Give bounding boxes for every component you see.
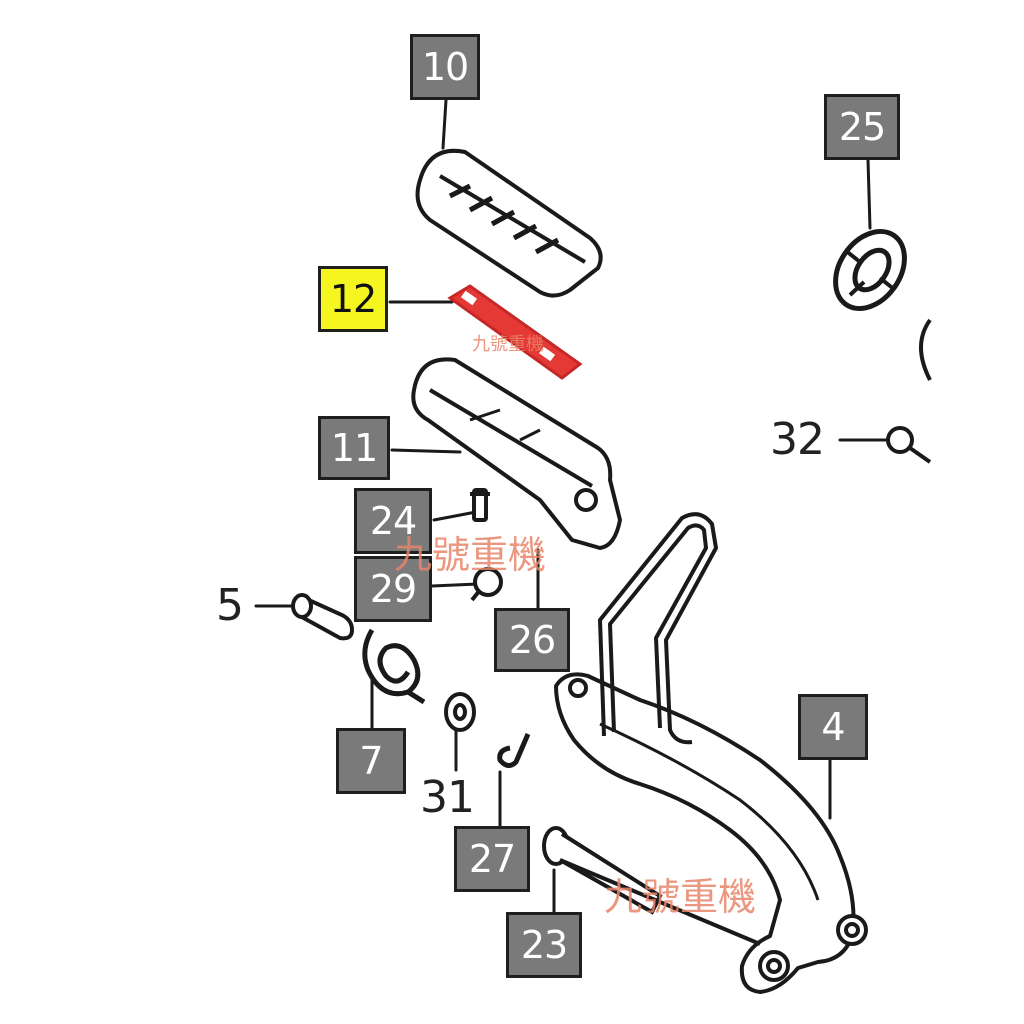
part-5-pin: [291, 593, 355, 641]
callout-31: 31: [420, 772, 475, 823]
callout-4: 4: [798, 694, 868, 760]
part-29-nut: [470, 567, 503, 602]
callout-26: 26: [494, 608, 570, 672]
callout-25: 25: [824, 94, 900, 160]
callout-29: 29: [354, 556, 432, 622]
part-31-washer: [444, 692, 476, 732]
callout-7: 7: [336, 728, 406, 794]
callout-11: 11: [318, 416, 390, 480]
part-12-highlighted-plate: [447, 284, 583, 380]
callout-10: 10: [410, 34, 480, 100]
part-27-cotter-pin: [497, 733, 531, 768]
callout-5: 5: [216, 580, 244, 631]
part-24-bolt: [470, 488, 490, 522]
callout-32: 32: [770, 414, 825, 465]
heel-guard-rod: [598, 512, 718, 745]
callout-24: 24: [354, 488, 432, 554]
callout-27: 27: [454, 826, 530, 892]
callout-23: 23: [506, 912, 582, 978]
part-10-footpeg-rubber: [415, 148, 603, 298]
part-11-footpeg-body: [411, 357, 622, 550]
part-23-bolt: [542, 826, 761, 946]
callout-12: 12: [318, 266, 388, 332]
watermark-lower: 九號重機: [604, 875, 757, 919]
part-4-bracket: [554, 672, 868, 994]
watermark-small: 九號重機: [472, 334, 544, 355]
part-7-spring: [362, 628, 426, 705]
part-25-washer: [833, 229, 932, 381]
part-32-bolt: [886, 426, 932, 464]
watermark-center: 九號重機: [394, 533, 547, 577]
